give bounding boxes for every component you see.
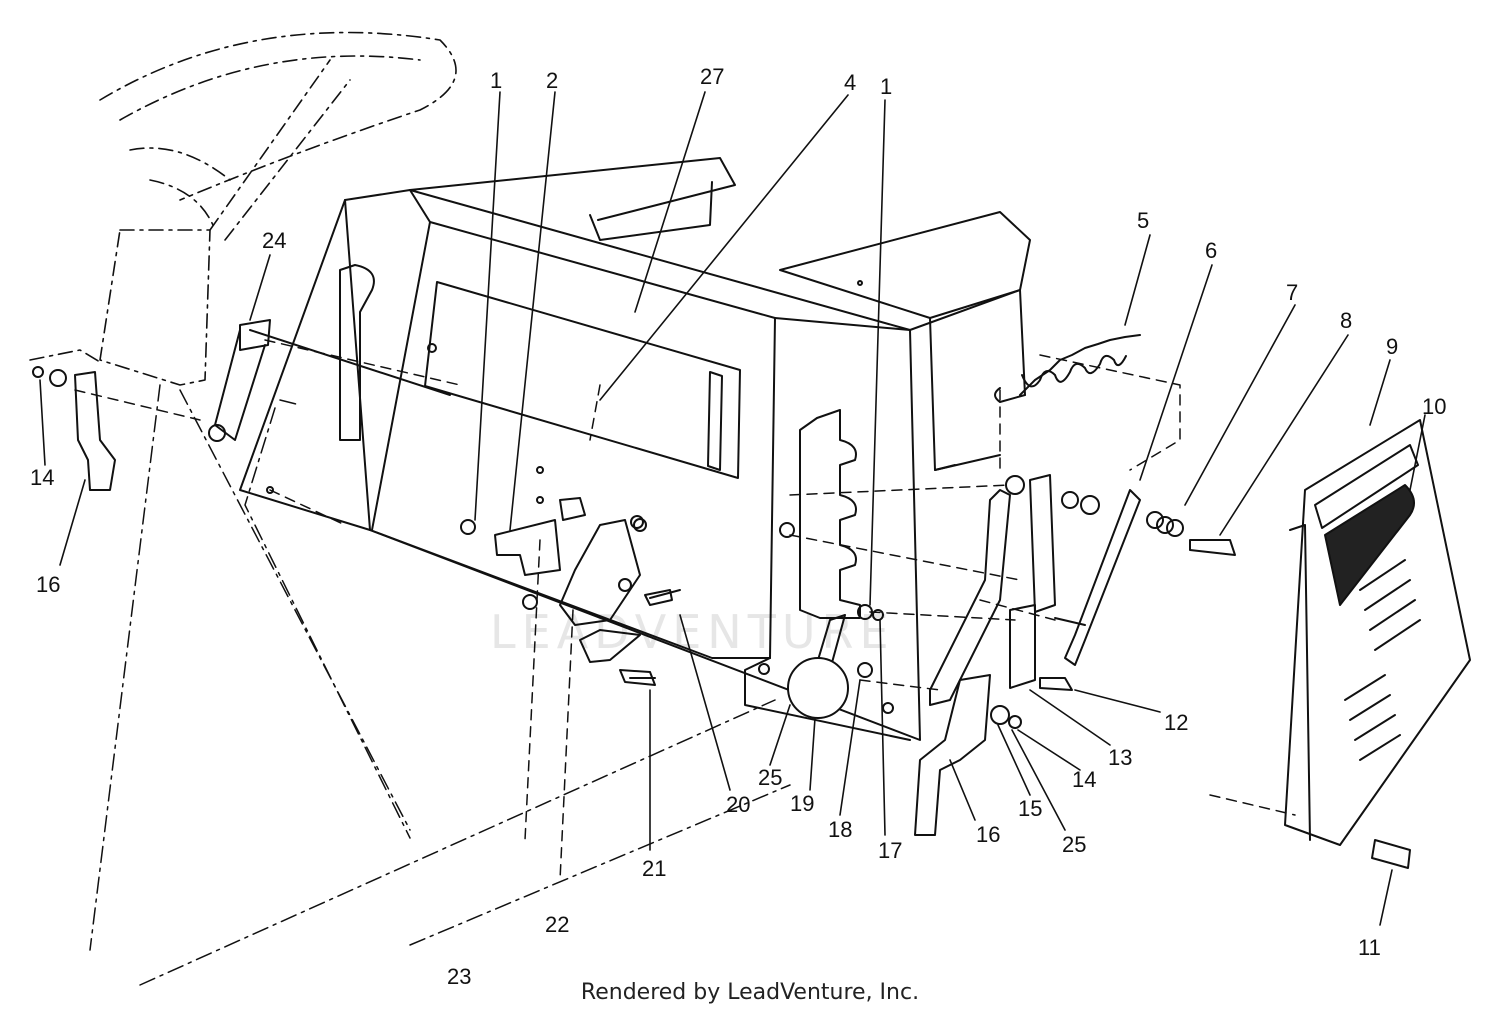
- callout-22: 22: [545, 912, 569, 937]
- callout-6: 6: [1205, 238, 1217, 263]
- right-linkage: [460, 474, 1184, 836]
- footer-credit: Rendered by LeadVenture, Inc.: [580, 980, 920, 1005]
- steering-wheel-phantom: [29, 31, 457, 386]
- callout-20: 20: [726, 792, 750, 817]
- callout-16b: 16: [976, 822, 1000, 847]
- left-linkage: [32, 319, 451, 491]
- seat-support-box: [409, 157, 1031, 471]
- center-linkage: [494, 497, 673, 686]
- callout-1b: 1: [880, 74, 892, 99]
- callout-5: 5: [1137, 208, 1149, 233]
- callout-labels: 1 2 27 4 1 24 5 6 7 8 9 10 14 16 12 13 1…: [30, 64, 1446, 989]
- callout-13: 13: [1108, 745, 1132, 770]
- callout-24: 24: [262, 228, 286, 253]
- callout-18: 18: [828, 817, 852, 842]
- spring: [994, 334, 1141, 403]
- callout-14a: 14: [30, 465, 54, 490]
- callout-leader-lines: [39, 91, 1426, 926]
- callout-10: 10: [1422, 394, 1446, 419]
- callout-23: 23: [447, 964, 471, 989]
- bolts: [629, 539, 1411, 869]
- frame-phantom-lines: [89, 384, 791, 986]
- callout-9: 9: [1386, 334, 1398, 359]
- callout-1a: 1: [490, 68, 502, 93]
- callout-25a: 25: [758, 765, 782, 790]
- callout-17: 17: [878, 838, 902, 863]
- side-panel: [1284, 419, 1471, 846]
- callout-12: 12: [1164, 710, 1188, 735]
- panel-vents: [1344, 559, 1421, 761]
- callout-4: 4: [844, 70, 856, 95]
- callout-16a: 16: [36, 572, 60, 597]
- callout-8: 8: [1340, 308, 1352, 333]
- callout-27: 27: [700, 64, 724, 89]
- callout-14b: 14: [1072, 767, 1096, 792]
- callout-15: 15: [1018, 796, 1042, 821]
- throttle-lever: [787, 614, 849, 719]
- callout-19: 19: [790, 791, 814, 816]
- callout-25b: 25: [1062, 832, 1086, 857]
- control-panel: [239, 189, 1021, 741]
- callout-2: 2: [546, 68, 558, 93]
- callout-21: 21: [642, 856, 666, 881]
- callout-7: 7: [1286, 280, 1298, 305]
- callout-11: 11: [1358, 935, 1381, 960]
